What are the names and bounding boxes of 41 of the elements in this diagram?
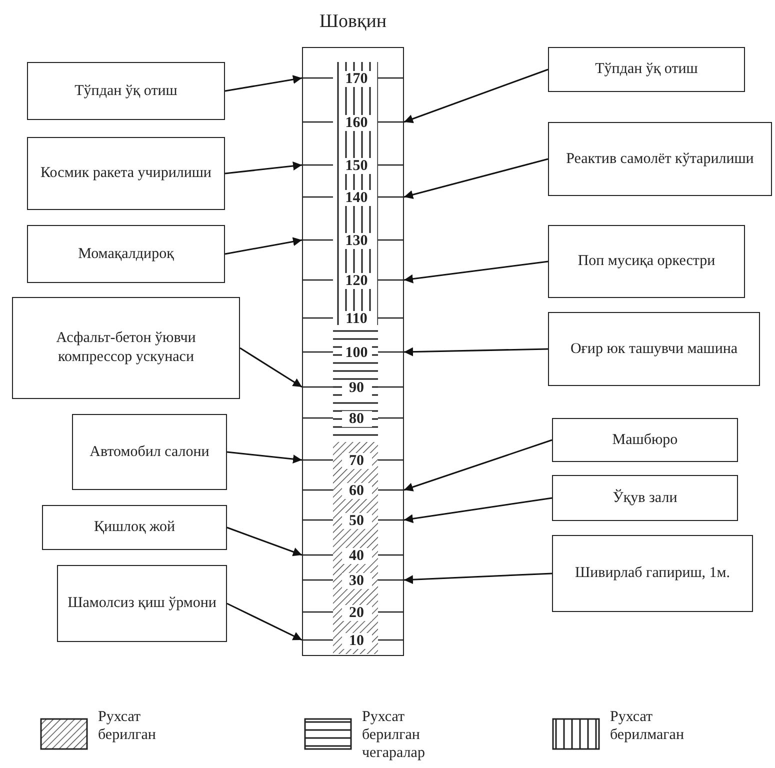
source-box: Оғир юк ташувчи машина xyxy=(548,312,760,386)
arrow xyxy=(404,439,552,492)
scale-title: Шовқин xyxy=(318,11,388,33)
arrow xyxy=(404,158,548,200)
scale-value: 70 xyxy=(342,453,372,469)
scale-value: 30 xyxy=(342,573,372,589)
arrow xyxy=(226,602,302,641)
source-box: Тўпдан ўқ отиш xyxy=(27,62,225,120)
scale-value: 80 xyxy=(342,411,372,427)
legend-text: Рухсат берилган xyxy=(98,708,157,744)
source-box: Ўқув зали xyxy=(552,475,738,521)
source-box: Қишлоқ жой xyxy=(42,505,227,550)
source-box: Тўпдан ўқ отиш xyxy=(548,47,745,92)
arrow xyxy=(226,526,302,556)
source-box: Момақалдироқ xyxy=(27,225,225,283)
scale-value: 10 xyxy=(342,633,372,649)
legend-text: Рухсат берилмаган xyxy=(610,708,685,744)
scale-value: 90 xyxy=(342,380,372,396)
arrow xyxy=(224,75,302,92)
arrow xyxy=(224,162,302,174)
scale-value: 20 xyxy=(342,605,372,621)
source-box: Космик ракета учирилиши xyxy=(27,137,225,210)
arrow xyxy=(404,260,548,284)
arrow xyxy=(404,347,548,356)
arrow xyxy=(240,347,302,388)
scale-value: 40 xyxy=(342,548,372,564)
source-box: Реактив самолёт кўтарилиши xyxy=(548,122,772,196)
source-box: Поп мусиқа оркестри xyxy=(548,225,745,298)
arrow xyxy=(404,68,548,124)
arrow xyxy=(224,237,302,255)
source-box: Машбюро xyxy=(552,418,738,462)
arrow xyxy=(404,572,552,584)
arrow xyxy=(226,451,302,464)
legend-text: Рухсат берилган чегаралар xyxy=(362,708,426,762)
scale-value: 60 xyxy=(342,483,372,499)
source-box: Шамолсиз қиш ўрмони xyxy=(57,565,227,642)
source-box: Асфальт-бетон ўювчи компрессор ускунаси xyxy=(12,297,240,399)
arrow xyxy=(404,497,552,524)
source-box: Автомобил салони xyxy=(72,414,227,490)
source-box: Шивирлаб гапириш, 1м. xyxy=(552,535,753,612)
scale-value: 50 xyxy=(342,513,372,529)
